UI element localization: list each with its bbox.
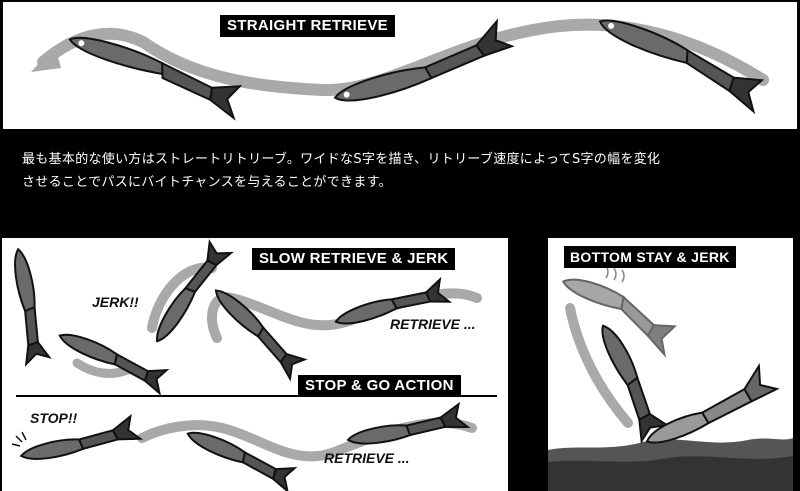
- slow-retrieve-label: RETRIEVE ...: [390, 316, 476, 332]
- slow-retrieve-stopgo-panel: SLOW RETRIEVE & JERK JERK!! RETRIEVE ...…: [2, 238, 508, 491]
- lure-icon: [601, 324, 670, 445]
- straight-retrieve-illustration: [31, 18, 769, 121]
- arrow-head-icon: [31, 46, 61, 72]
- straight-retrieve-panel: STRAIGHT RETRIEVE: [3, 2, 797, 129]
- lure-icon: [346, 401, 471, 445]
- lure-icon: [156, 238, 234, 343]
- description-line-1: 最も基本的な使い方はストレートリトリーブ。ワイドなS字を描き、リトリーブ速度によ…: [22, 152, 661, 167]
- lure-icon: [186, 431, 298, 491]
- stop-label: STOP!!: [30, 410, 78, 426]
- description-text: 最も基本的な使い方はストレートリトリーブ。ワイドなS字を描き、リトリーブ速度によ…: [22, 148, 792, 194]
- bubbles-icon: [11, 431, 27, 447]
- lure-icon: [645, 362, 780, 444]
- bottom-stay-panel: BOTTOM STAY & JERK: [548, 238, 793, 491]
- lure-icon: [333, 18, 515, 102]
- bubbles-icon: [605, 265, 625, 283]
- description-line-2: させることでパスにバイトチャンスを与えることができます。: [22, 175, 392, 190]
- jerk-label: JERK!!: [92, 294, 139, 310]
- lure-icon: [334, 276, 453, 325]
- slow-stopgo-illustration: [11, 238, 497, 491]
- straight-retrieve-title: STRAIGHT RETRIEVE: [220, 15, 395, 37]
- lure-icon: [214, 289, 308, 382]
- bottom-stay-illustration: [548, 265, 793, 491]
- description-band: [0, 131, 800, 203]
- stop-go-title: STOP & GO ACTION: [298, 375, 461, 397]
- lure-icon: [598, 19, 765, 115]
- lure-icon: [19, 413, 144, 460]
- path-arrow-icon: [565, 303, 633, 428]
- lure-icon: [561, 278, 678, 358]
- lure-icon: [58, 333, 170, 396]
- bottom-stay-title: BOTTOM STAY & JERK: [564, 246, 736, 268]
- stop-go-retrieve-label: RETRIEVE ...: [324, 450, 410, 466]
- lure-icon: [14, 247, 52, 367]
- slow-retrieve-title: SLOW RETRIEVE & JERK: [252, 248, 456, 270]
- lure-icon: [68, 36, 243, 121]
